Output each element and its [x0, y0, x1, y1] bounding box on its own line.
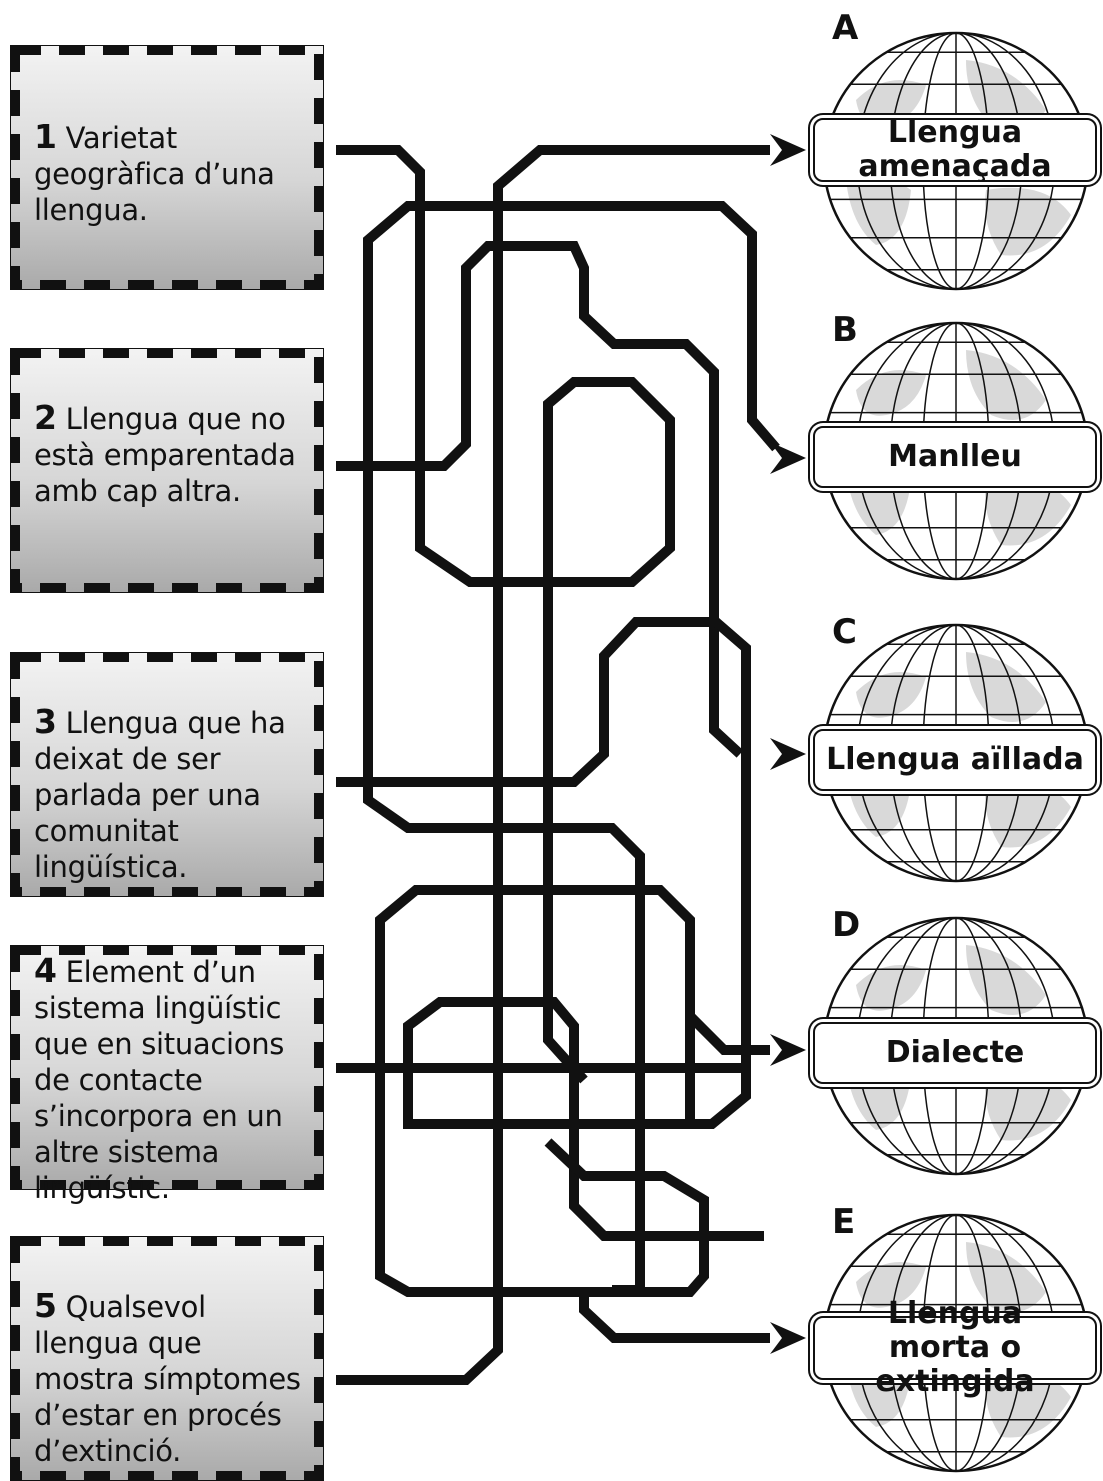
arrow-icon — [770, 1322, 806, 1354]
definition-box-4[interactable]: 4 Element d’un sistema lingüístic que en… — [10, 945, 324, 1205]
dashed-frame — [10, 945, 324, 1190]
term-label: Llengua amenaçada — [858, 115, 1052, 184]
definition-box-3[interactable]: 3 Llengua que ha deixat de ser parlada p… — [10, 652, 324, 897]
term-banner-b[interactable]: Manlleu — [813, 426, 1097, 488]
definition-text-5: 5 Qualsevol llengua que mostra símptomes… — [34, 1288, 310, 1469]
definition-number: 1 — [34, 117, 57, 156]
dashed-frame — [10, 45, 324, 290]
definition-box-2[interactable]: 2 Llengua que no està emparentada amb ca… — [10, 348, 324, 593]
term-banner-d[interactable]: Dialecte — [813, 1022, 1097, 1084]
definition-label: Varietat geogràfica d’una llengua. — [34, 121, 275, 227]
definition-box-5[interactable]: 5 Qualsevol llengua que mostra símptomes… — [10, 1236, 324, 1481]
connector-line — [403, 1003, 770, 1129]
connector-line — [403, 997, 764, 1241]
definition-label: Qualsevol llengua que mostra símptomes d… — [34, 1290, 301, 1468]
dashed-frame — [10, 652, 324, 897]
term-label: Llengua aïllada — [826, 742, 1084, 777]
connector-line — [336, 617, 751, 1129]
definition-label: Element d’un sistema lingüístic que en s… — [34, 955, 285, 1205]
connector-line — [336, 145, 675, 1084]
arrow-icon — [770, 134, 806, 166]
arrow-icon — [770, 442, 806, 474]
definition-text-1: 1 Varietat geogràfica d’una llengua. — [34, 119, 310, 228]
connector-line — [579, 1290, 770, 1343]
definition-number: 4 — [34, 951, 57, 990]
term-label: Llengua morta o extingida — [875, 1296, 1035, 1399]
definition-number: 5 — [34, 1286, 57, 1325]
term-banner-e[interactable]: Llengua morta o extingida — [813, 1297, 1097, 1399]
term-letter-d: D — [832, 905, 861, 945]
dashed-frame — [10, 348, 324, 593]
term-banner-c[interactable]: Llengua aïllada — [813, 729, 1097, 791]
definition-box-1[interactable]: 1 Varietat geogràfica d’una llengua. — [10, 45, 324, 290]
definition-text-3: 3 Llengua que ha deixat de ser parlada p… — [34, 704, 310, 885]
term-banner-a[interactable]: Llengua amenaçada — [813, 115, 1097, 184]
definition-text-4: 4 Element d’un sistema lingüístic que en… — [34, 953, 310, 1206]
term-letter-a: A — [832, 8, 859, 48]
term-letter-b: B — [832, 310, 858, 350]
connector-line — [336, 241, 744, 758]
term-letter-c: C — [832, 612, 857, 652]
arrowheads — [770, 134, 806, 1354]
connector-line — [336, 145, 770, 1385]
term-label: Dialecte — [885, 1035, 1025, 1070]
definition-label: Llengua que no està emparentada amb cap … — [34, 402, 296, 508]
arrow-icon — [770, 1034, 806, 1066]
connector-line — [375, 1138, 709, 1297]
term-label: Manlleu — [888, 439, 1022, 474]
connector-line — [363, 201, 780, 782]
connector-line — [375, 885, 695, 1258]
term-letter-e: E — [832, 1202, 856, 1242]
definition-label: Llengua que ha deixat de ser parlada per… — [34, 706, 286, 884]
definition-number: 3 — [34, 702, 57, 741]
definition-number: 2 — [34, 398, 57, 437]
arrow-icon — [770, 738, 806, 770]
definition-text-2: 2 Llengua que no està emparentada amb ca… — [34, 400, 310, 509]
